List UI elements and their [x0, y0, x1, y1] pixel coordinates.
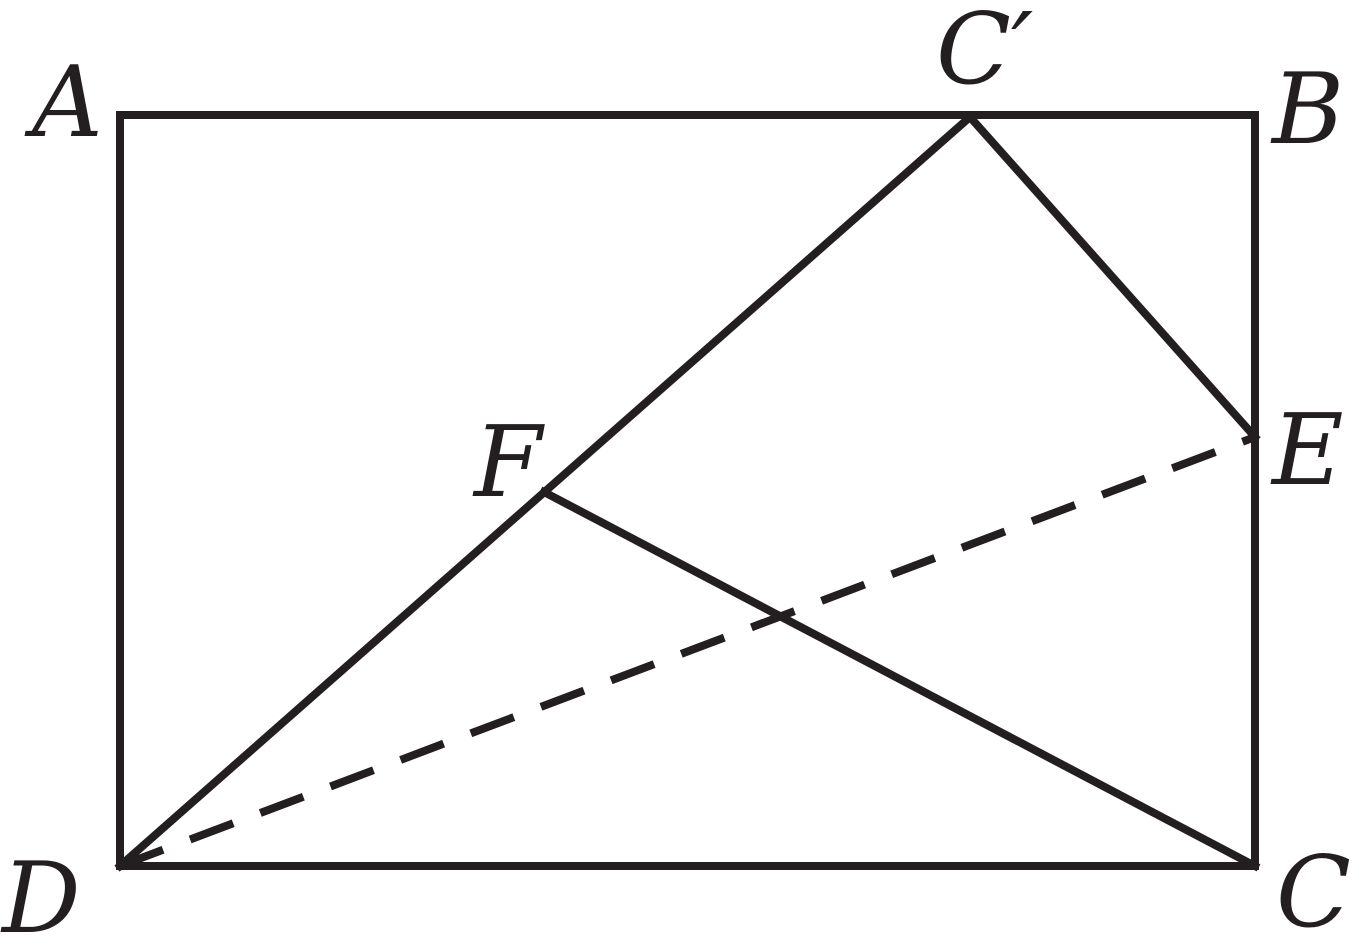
- point-label-a: A: [24, 46, 103, 160]
- point-label-d: D: [0, 842, 81, 941]
- point-label-f: F: [472, 406, 545, 520]
- segments-group: [114, 111, 1261, 872]
- point-label-b: B: [1270, 53, 1344, 167]
- segment-c-prime-e: [964, 111, 1261, 443]
- point-label-c-prime: C′: [936, 0, 1033, 107]
- point-label-c: C: [1276, 836, 1351, 941]
- point-label-e: E: [1270, 394, 1344, 508]
- segment-d-e: [118, 433, 1257, 870]
- segment-f-c: [538, 486, 1261, 872]
